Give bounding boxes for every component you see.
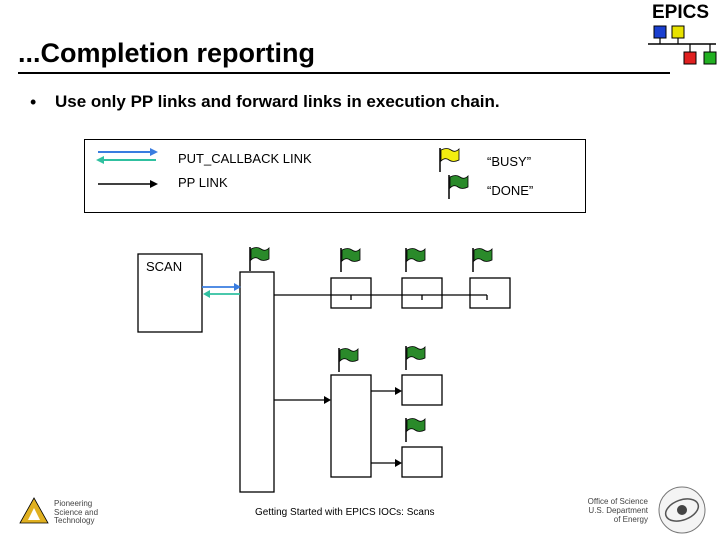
doe-seal-icon: [658, 486, 706, 534]
busy-label: “BUSY”: [487, 154, 532, 169]
done-flag-icon: [405, 346, 426, 370]
done-label: “DONE”: [487, 183, 534, 198]
scan-label: SCAN: [146, 259, 183, 274]
slide-title: ...Completion reporting: [18, 38, 315, 68]
done-flag-icon: [472, 248, 493, 272]
footer-argonne-text: Pioneering Science and Technology: [54, 499, 99, 525]
bullet-text: Use only PP links and forward links in e…: [55, 92, 500, 111]
argonne-logo-icon: [19, 497, 49, 524]
bullet-point-icon: •: [30, 92, 37, 112]
footer-title: Getting Started with EPICS IOCs: Scans: [255, 507, 435, 518]
record-tall-box: [239, 271, 275, 493]
record-box-4: [401, 374, 443, 406]
record-box-3: [469, 277, 511, 309]
pp-link-arrow: [98, 180, 158, 188]
footer-doe-text: Office of Science U.S. Department of Ene…: [587, 497, 648, 524]
busy-flag-icon: [439, 148, 460, 172]
scan-record-box: [137, 253, 203, 333]
done-flag-icon: [338, 348, 359, 372]
record-box-1: [330, 277, 372, 309]
title-underline: [18, 72, 670, 74]
legend-box: [84, 139, 586, 213]
pp-link-label: PP LINK: [178, 175, 228, 190]
done-flag-icon: [405, 418, 426, 442]
epics-logo-icon: [648, 25, 717, 65]
record-box-5: [401, 446, 443, 478]
done-flag-icon: [340, 248, 361, 272]
put-callback-label: PUT_CALLBACK LINK: [178, 151, 312, 166]
done-flag-icon: [448, 175, 469, 199]
forward-link-top: [274, 294, 488, 300]
scan-put-callback-link: [202, 283, 241, 298]
done-flag-icon: [405, 248, 426, 272]
record-mid-box: [330, 374, 372, 478]
record-box-2: [401, 277, 443, 309]
put-callback-arrow: [96, 148, 158, 164]
epics-logo-text: EPICS: [652, 2, 710, 23]
done-flag-icon: [249, 247, 270, 271]
forward-link-bottom: [274, 387, 402, 467]
